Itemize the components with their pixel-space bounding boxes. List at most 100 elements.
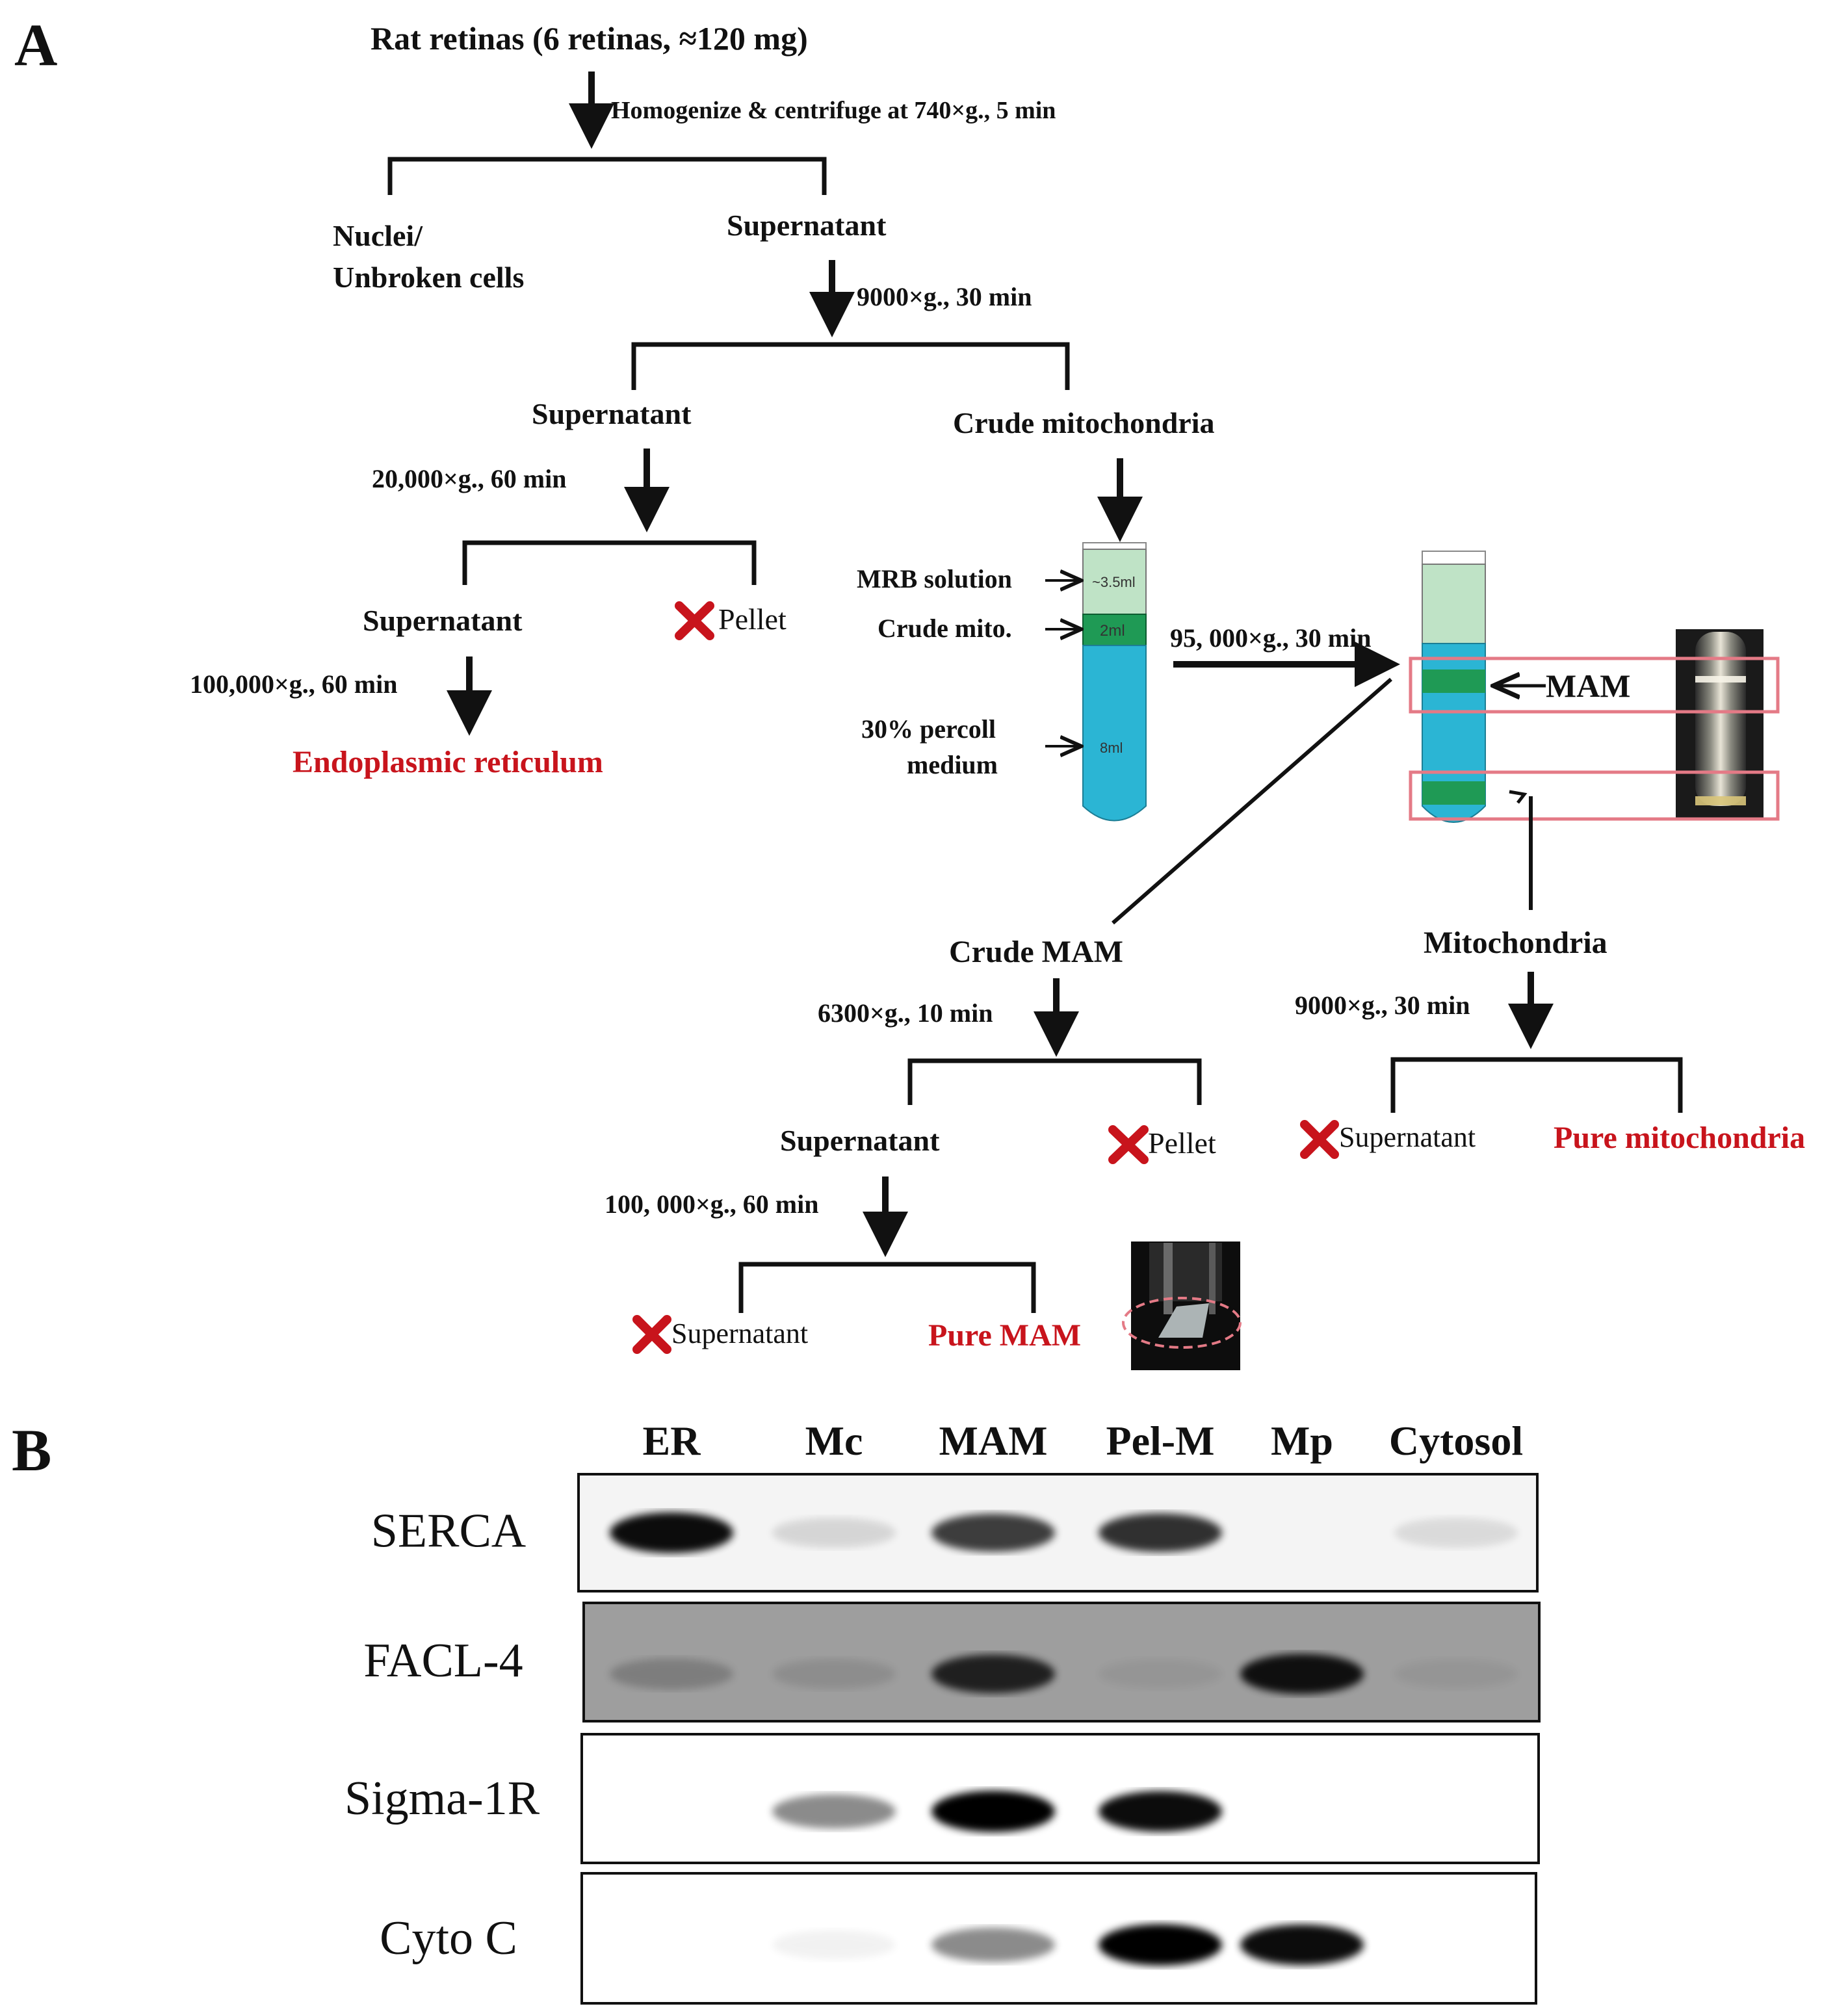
start-sample: Rat retinas (6 retinas, ≈120 mg) <box>371 20 808 57</box>
blot-membrane <box>582 1734 1539 1863</box>
supernatant-discard-mam: Supernatant <box>671 1318 808 1349</box>
pure-mam-result: Pure MAM <box>928 1318 1081 1353</box>
tube-label-percoll-2: medium <box>907 750 998 779</box>
supernatant-discard-mito: Supernatant <box>1339 1121 1476 1153</box>
blot-band <box>1394 1659 1518 1689</box>
mitochondria-band <box>1422 781 1485 805</box>
er-result: Endoplasmic reticulum <box>293 745 603 779</box>
discard-x-icon <box>1300 1120 1339 1159</box>
step3-label: 20,000×g., 60 min <box>372 464 566 493</box>
bracket-3 <box>462 540 757 585</box>
panel-a: A Rat retinas (6 retinas, ≈120 mg) Homog… <box>14 12 1805 1370</box>
blot-band <box>1099 1791 1222 1832</box>
blot-band <box>931 1790 1055 1832</box>
connector-mito-arrowhead <box>1509 790 1528 804</box>
pure-mito-result: Pure mitochondria <box>1554 1121 1805 1155</box>
tube-volume-crude: 2ml <box>1100 622 1125 640</box>
tube-label-mrb: MRB solution <box>857 564 1012 593</box>
blot-label: FACL-4 <box>363 1634 523 1687</box>
gradient-tube-spun <box>1422 551 1486 823</box>
blot-band <box>1099 1659 1222 1689</box>
supernatant-1: Supernatant <box>727 209 887 242</box>
blot-band <box>610 1512 733 1554</box>
blot-band <box>931 1927 1055 1962</box>
crude-mam-label: Crude MAM <box>949 935 1123 969</box>
bracket-6 <box>738 1262 1036 1313</box>
supernatant-3: Supernatant <box>363 604 523 637</box>
step1-label: Homogenize & centrifuge at 740×g., 5 min <box>611 97 1056 124</box>
blot-label: Cyto C <box>380 1912 517 1965</box>
panel-a-label: A <box>14 12 57 78</box>
mam-band <box>1422 670 1485 693</box>
blot-band <box>772 1659 896 1689</box>
connector-crude-mam <box>1112 677 1392 925</box>
tube-volume-mrb: ~3.5ml <box>1092 574 1136 590</box>
gradient-tube-loaded: ~3.5ml 2ml 8ml <box>1082 542 1147 822</box>
mitochondria-label: Mitochondria <box>1424 926 1607 960</box>
pellet-1: Pellet <box>718 603 787 636</box>
blot-band <box>1099 1924 1222 1966</box>
blot-frame <box>580 1733 1540 1864</box>
step7-label: 9000×g., 30 min <box>1295 991 1470 1020</box>
lane-header-mp: Mp <box>1271 1418 1333 1464</box>
bracket-4 <box>907 1058 1202 1105</box>
lane-header-er: ER <box>643 1418 701 1464</box>
blot-band <box>1099 1513 1222 1552</box>
lane-header-cytosol: Cytosol <box>1389 1418 1523 1464</box>
discard-x-icon <box>1108 1125 1149 1164</box>
blot-band <box>772 1930 896 1960</box>
lane-header-mam: MAM <box>939 1418 1047 1464</box>
discard-x-icon <box>675 601 714 640</box>
highlight-box-mito <box>1409 770 1780 821</box>
blot-band <box>772 1517 896 1548</box>
blot-band <box>931 1654 1055 1694</box>
step2-label: 9000×g., 30 min <box>857 282 1032 311</box>
blot-band <box>1394 1518 1518 1548</box>
discard-x-icon <box>632 1315 671 1354</box>
tube-label-percoll-1: 30% percoll <box>861 714 996 744</box>
mam-label: MAM <box>1546 668 1631 704</box>
blot-label: Sigma-1R <box>345 1772 540 1825</box>
blot-membrane <box>582 1873 1536 2003</box>
panel-b: B ER Mc MAM Pel-M Mp Cytosol SERCA FACL-4Sigma… <box>12 1417 1541 2005</box>
step8-label: 100, 000×g., 60 min <box>605 1190 818 1219</box>
step4-label: 100,000×g., 60 min <box>190 670 397 699</box>
photo-gradient-tube <box>1676 629 1763 818</box>
blot-serca: SERCA <box>371 1473 1539 1592</box>
tube-volume-percoll: 8ml <box>1100 740 1123 756</box>
blot-frame <box>582 1602 1541 1722</box>
supernatant-2: Supernatant <box>532 397 692 430</box>
panel-b-label: B <box>12 1417 51 1483</box>
blot-band <box>1240 1924 1364 1966</box>
blot-band <box>772 1794 896 1829</box>
crude-mitochondria-label: Crude mitochondria <box>953 406 1215 439</box>
pellet-2: Pellet <box>1148 1126 1216 1160</box>
blot-label: SERCA <box>371 1505 527 1558</box>
blot-membrane <box>579 1474 1537 1591</box>
blot-frame <box>580 1872 1537 2005</box>
nuclei-label-line2: Unbroken cells <box>333 261 524 294</box>
photo-mam-pellet <box>1122 1242 1242 1370</box>
tube-label-crude: Crude mito. <box>878 614 1012 643</box>
step6-label: 6300×g., 10 min <box>818 998 993 1028</box>
blot-sigma-1r: Sigma-1R <box>345 1733 1540 1864</box>
blot-cyto-c: Cyto C <box>380 1872 1537 2005</box>
bracket-1 <box>387 157 827 195</box>
blot-band <box>610 1658 733 1690</box>
blot-frame <box>577 1473 1539 1592</box>
supernatant-4: Supernatant <box>780 1124 940 1157</box>
blot-band <box>931 1513 1055 1552</box>
bracket-5 <box>1390 1057 1683 1113</box>
bracket-2 <box>631 342 1070 390</box>
lane-header-pel-m: Pel-M <box>1106 1418 1215 1464</box>
blot-facl-4: FACL-4 <box>363 1602 1541 1722</box>
blot-membrane <box>584 1603 1539 1721</box>
lane-headers: ER Mc MAM Pel-M Mp Cytosol <box>643 1418 1524 1464</box>
nuclei-label-line1: Nuclei/ <box>333 219 423 252</box>
lane-header-mc: Mc <box>805 1418 863 1464</box>
highlight-box-mam <box>1409 656 1780 714</box>
blot-band <box>1240 1654 1364 1695</box>
step5-label: 95, 000×g., 30 min <box>1170 623 1371 653</box>
